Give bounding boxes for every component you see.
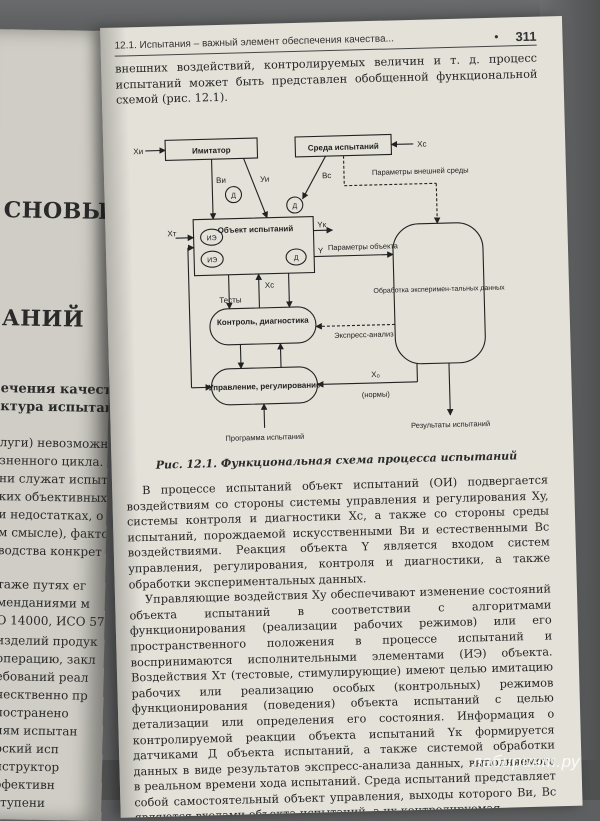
left-subheading-1: ечения качества — [0, 381, 114, 398]
norms-label: (нормы) — [362, 390, 391, 400]
left-line: и недостатках, о — [0, 507, 103, 523]
left-facing-page: СНОВЫ АНИЙ ечения качества ктура испытан… — [0, 29, 115, 821]
left-line: луги) невозможн — [0, 435, 108, 451]
left-line: рский исп — [0, 741, 59, 756]
running-header: 12.1. Испытания – важный элемент обеспеч… — [114, 33, 394, 51]
x-t-label: Xт — [167, 229, 177, 238]
book-page: 12.1. Испытания – важный элемент обеспеч… — [100, 16, 583, 818]
y-k-label: Yк — [317, 220, 327, 229]
x-c2-label: Xc — [265, 281, 275, 290]
env-params-label: Параметры внешней среды — [372, 165, 469, 177]
control-label: Контроль, диагностика — [217, 316, 309, 327]
left-line: О 14000, ИСО 57 — [0, 613, 105, 629]
ie-label-2: ИЭ — [207, 257, 217, 264]
functional-diagram: Имитатор Среда испытаний Объект испытани… — [125, 121, 533, 457]
left-line: операцию, закл — [0, 651, 96, 667]
sensor-label-1: Д — [231, 193, 236, 200]
v-i-label: Ви — [216, 176, 226, 185]
sensor-label-3: Д — [294, 255, 299, 262]
left-line: м смысле), факто — [0, 525, 109, 541]
left-line: водства конкрет — [0, 543, 102, 559]
left-line: ческтвенно пр — [0, 687, 88, 703]
left-line: постранено — [0, 705, 69, 720]
v-c-label: Вс — [322, 171, 332, 180]
u-i-label: Уи — [260, 175, 269, 184]
left-line: ебований реал — [0, 669, 89, 685]
left-line: изделий продук — [0, 633, 98, 649]
sensor-label-2: Д — [292, 203, 297, 210]
left-line: таже путях ег — [0, 577, 86, 593]
processing-label: Обработка эксперимен-тальных данных — [373, 284, 505, 295]
left-line: менданиями м — [0, 595, 90, 611]
header-bullet: • — [494, 30, 499, 44]
ie-label-1: ИЭ — [207, 235, 217, 242]
results-label: Результаты испытаний — [411, 419, 490, 430]
x-c-label: Xc — [417, 140, 427, 149]
left-subheading-2: ктура испытаний — [0, 399, 115, 416]
x0-label: X₀ — [371, 370, 380, 379]
paragraph-1: В процессе испытаний объект испытаний (О… — [126, 472, 551, 592]
program-label: Программа испытаний — [225, 432, 304, 443]
left-line: ни служат испытан — [0, 471, 115, 487]
left-heading: СНОВЫ — [4, 197, 109, 225]
left-line: ких объективных — [0, 489, 107, 505]
environment-label: Среда испытаний — [308, 142, 379, 153]
y-label: Y — [318, 246, 324, 255]
object-label: Объект испытаний — [218, 224, 294, 235]
express-label: Экспресс-анализ — [334, 329, 394, 340]
left-line: рфективн — [0, 777, 55, 792]
management-label: Управление, регулирование — [208, 380, 321, 392]
obj-params-label: Параметры объекта — [328, 241, 399, 252]
tests-label: Тесты — [219, 295, 242, 305]
intro-text: внешних воздействий, контролируемых вели… — [115, 51, 538, 109]
left-heading-2: АНИЙ — [2, 305, 85, 332]
intro-paragraph: внешних воздействий, контролируемых вели… — [115, 51, 538, 109]
imitator-label: Имитатор — [192, 146, 231, 156]
x-i-label: Xи — [133, 147, 143, 156]
left-line: ступени — [0, 795, 45, 810]
left-line: иям испытан — [0, 723, 78, 738]
paragraph-2: Управляющие воздействия Xy обеспечивают … — [129, 582, 557, 818]
watermark: лабиринт.ру — [472, 752, 580, 772]
left-line: нструктор — [0, 759, 59, 774]
left-line: зненного цикла. Н — [0, 453, 115, 469]
page-number: 311 — [515, 29, 536, 45]
